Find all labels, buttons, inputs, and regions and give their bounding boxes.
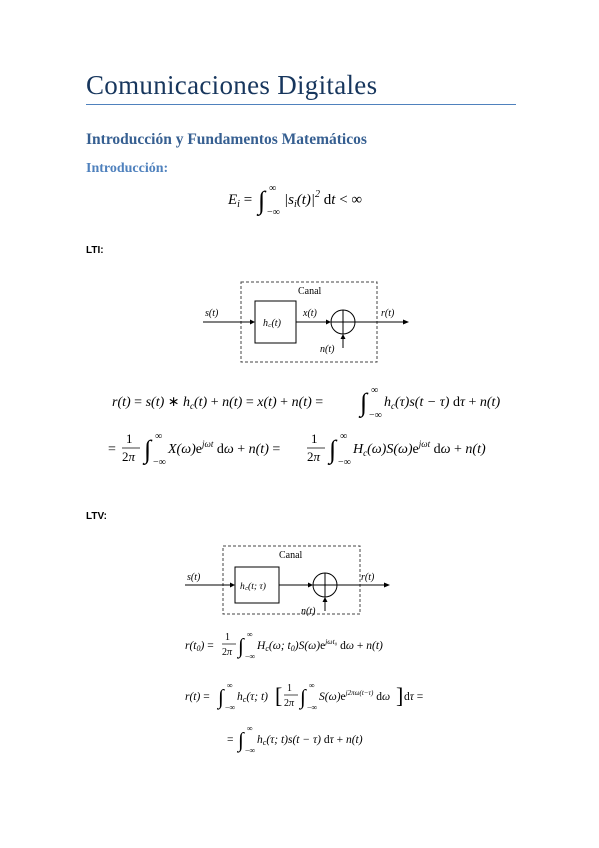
- ltv-block-label: h꜀(t; τ): [240, 581, 266, 592]
- svg-text:2π: 2π: [284, 698, 295, 709]
- svg-text:hc(τ; t)s(t − τ) dτ + n(t): hc(τ; t)s(t − τ) dτ + n(t): [257, 734, 363, 747]
- svg-text:−∞: −∞: [245, 746, 256, 755]
- svg-text:1: 1: [225, 632, 230, 643]
- svg-text:∞: ∞: [340, 431, 347, 442]
- ltv-channel-label: Canal: [279, 550, 303, 561]
- lti-block-diagram: Canal s(t) h꜀(t) x(t) n(t) r(t): [203, 281, 409, 363]
- title-underline: [86, 104, 516, 105]
- svg-text:|si(t)|2 dt < ∞: |si(t)|2 dt < ∞: [284, 189, 362, 210]
- svg-text:2π: 2π: [222, 647, 233, 658]
- svg-text:∞: ∞: [247, 724, 253, 733]
- svg-text:∫: ∫: [298, 685, 307, 710]
- svg-text:∞: ∞: [269, 183, 276, 194]
- ltv-equation-line1-render: r(t0) = 1 2π ∫ ∞ −∞ Hc(ω; t0)S(ω)ejωt₀ d…: [185, 630, 383, 661]
- svg-text:−∞: −∞: [245, 652, 256, 661]
- lti-input-signal: s(t): [205, 308, 219, 319]
- svg-text:−∞: −∞: [307, 703, 318, 712]
- svg-text:[: [: [275, 683, 282, 708]
- svg-text:X(ω)ejωt dω + n(t) =: X(ω)ejωt dω + n(t) =: [167, 439, 280, 457]
- svg-text:r(t0) =: r(t0) =: [185, 640, 214, 653]
- svg-text:]: ]: [396, 683, 403, 708]
- lti-equation-line2-render: = 1 2π ∫ ∞ −∞ X(ω)ejωt dω + n(t) = 1 2π …: [108, 431, 486, 468]
- lti-equation-line1-render: r(t) = s(t) ∗ hc(t) + n(t) = x(t) + n(t)…: [112, 385, 500, 421]
- lti-label: LTI:: [86, 245, 104, 256]
- svg-text:∫: ∫: [256, 186, 267, 216]
- ltv-label: LTV:: [86, 511, 107, 522]
- svg-text:2π: 2π: [307, 449, 321, 464]
- svg-text:Hc(ω)S(ω)ejωt dω + n(t): Hc(ω)S(ω)ejωt dω + n(t): [352, 439, 486, 458]
- svg-text:−∞: −∞: [225, 703, 236, 712]
- ltv-equation-line3-render: = ∫ ∞ −∞ hc(τ; t)s(t − τ) dτ + n(t): [227, 724, 363, 755]
- svg-text:∫: ∫: [236, 634, 245, 659]
- svg-text:2π: 2π: [122, 449, 136, 464]
- svg-text:hc(τ; t): hc(τ; t): [237, 691, 268, 704]
- svg-text:∫: ∫: [142, 435, 153, 465]
- energy-equation-render: Ei = ∫ ∞ −∞ |si(t)|2 dt < ∞: [227, 183, 362, 218]
- ltv-block-diagram: Canal s(t) h꜀(t; τ) n(t) r(t): [185, 545, 390, 617]
- ltv-noise-signal: n(t): [301, 606, 316, 617]
- svg-text:∞: ∞: [227, 681, 233, 690]
- ltv-input-signal: s(t): [187, 572, 201, 583]
- svg-text:−∞: −∞: [267, 207, 280, 218]
- svg-text:∫: ∫: [327, 435, 338, 465]
- svg-text:S(ω)ej2πω(t−τ) dω: S(ω)ej2πω(t−τ) dω: [319, 689, 390, 703]
- svg-text:1: 1: [287, 683, 292, 694]
- ltv-output-signal: r(t): [361, 572, 375, 583]
- svg-text:r(t) = s(t) ∗ hc(t) + n(t) = x: r(t) = s(t) ∗ hc(t) + n(t) = x(t) + n(t)…: [112, 395, 323, 411]
- subsection-heading: Introducción:: [86, 161, 169, 176]
- svg-text:1: 1: [126, 431, 133, 446]
- ltv-equation-line2-render: r(t) = ∫ ∞ −∞ hc(τ; t) [ 1 2π ∫ ∞ −∞ S(ω…: [185, 681, 423, 712]
- svg-text:1: 1: [311, 431, 318, 446]
- svg-text:∫: ∫: [358, 388, 369, 418]
- document-title: Comunicaciones Digitales: [86, 70, 378, 100]
- lti-block-label: h꜀(t): [263, 318, 282, 329]
- svg-text:∫: ∫: [236, 728, 245, 753]
- svg-text:=: =: [227, 734, 234, 746]
- svg-text:hc(τ)s(t − τ) dτ + n(t): hc(τ)s(t − τ) dτ + n(t): [384, 395, 500, 411]
- svg-text:−∞: −∞: [369, 410, 382, 421]
- lti-channel-label: Canal: [298, 286, 322, 297]
- svg-text:−∞: −∞: [338, 457, 351, 468]
- lti-noise-signal: n(t): [320, 344, 335, 355]
- svg-text:∞: ∞: [247, 630, 253, 639]
- svg-text:∞: ∞: [371, 385, 378, 396]
- svg-text:=: =: [108, 442, 116, 457]
- svg-text:−∞: −∞: [153, 457, 166, 468]
- svg-text:Ei =: Ei =: [227, 192, 252, 210]
- svg-text:∫: ∫: [216, 685, 225, 710]
- section-heading: Introducción y Fundamentos Matemáticos: [86, 131, 367, 148]
- lti-intermediate-signal: x(t): [302, 308, 318, 319]
- svg-text:r(t) =: r(t) =: [185, 691, 210, 703]
- lti-output-signal: r(t): [381, 308, 395, 319]
- svg-text:∞: ∞: [309, 681, 315, 690]
- svg-text:Hc(ω; t0)S(ω)ejωt₀ dω + n(t): Hc(ω; t0)S(ω)ejωt₀ dω + n(t): [256, 637, 383, 653]
- svg-text:∞: ∞: [155, 431, 162, 442]
- svg-text:dτ =: dτ =: [404, 691, 423, 703]
